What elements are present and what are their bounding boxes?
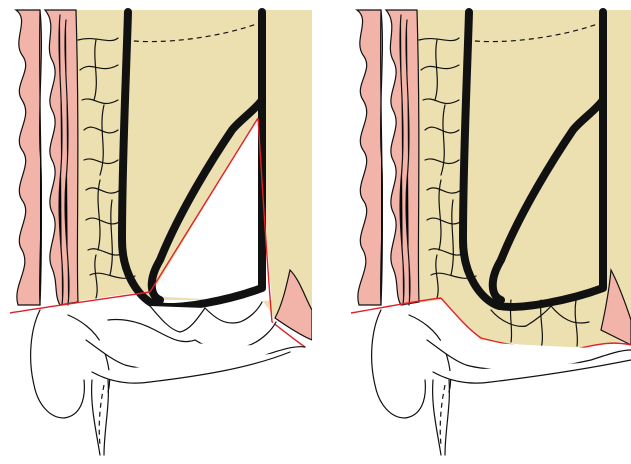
soft-tissue-outer: [357, 10, 382, 305]
panel-left: [10, 10, 312, 455]
tube-outline: [92, 380, 109, 455]
soft-tissue-outer: [16, 10, 41, 305]
drain-line: [99, 385, 104, 445]
drain-line: [440, 385, 445, 445]
tube-outline: [433, 380, 450, 455]
lower-structures: [31, 302, 305, 418]
panel-right: [351, 10, 631, 455]
